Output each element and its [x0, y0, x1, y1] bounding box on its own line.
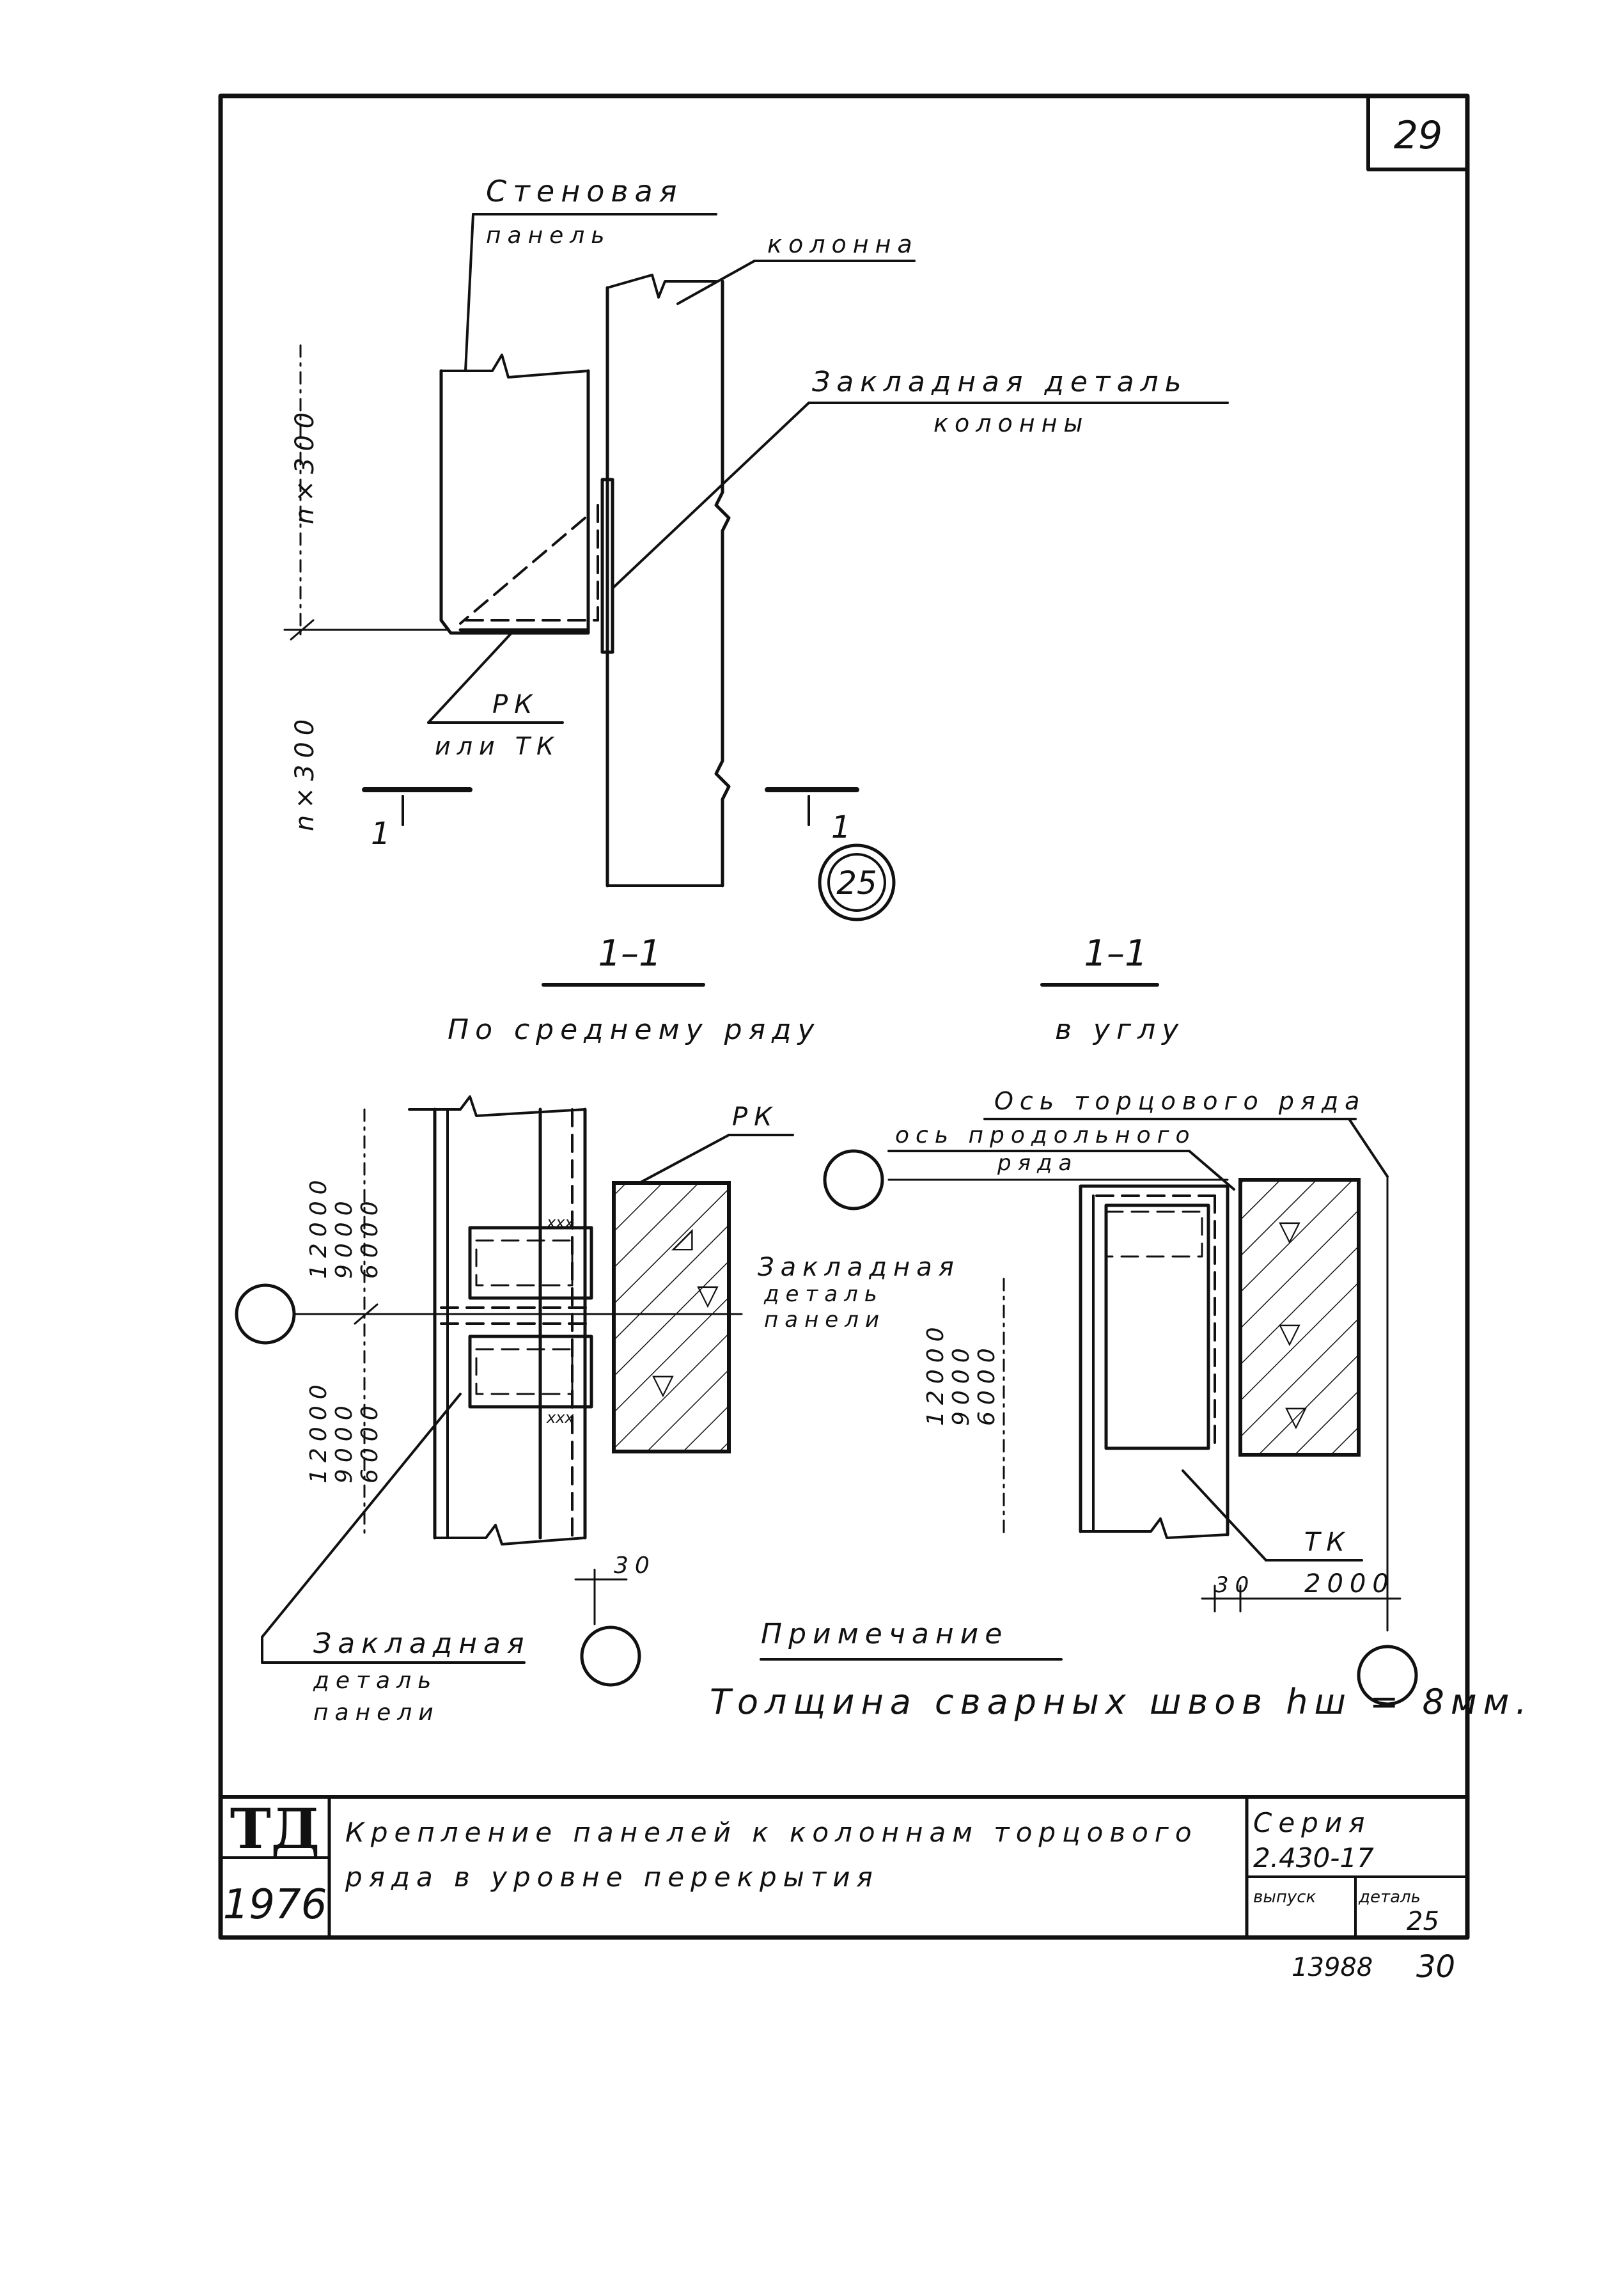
section-right-subtitle: в углу	[1055, 1014, 1185, 1046]
label-embed-bottom-line1: Закладная	[313, 1627, 530, 1660]
label-embed-column-line2: колонны	[933, 409, 1089, 437]
svg-text:▽: ▽	[1279, 1215, 1300, 1248]
axis-bubble-left	[235, 1283, 296, 1345]
title-block-title-line1: Крепление панелей к колоннам торцового	[345, 1817, 1198, 1848]
section-middle-row: xxx xxx ◿ ▽ ▽ РК Закладная деталь панели…	[235, 1095, 960, 1726]
dim-right-gap-30: 30	[1215, 1572, 1255, 1598]
svg-text:▽: ▽	[697, 1279, 719, 1311]
sheet-number: 29	[1394, 113, 1442, 158]
label-rk: РК	[492, 690, 539, 719]
title-block-title-line2: ряда в уровне перекрытия	[345, 1861, 879, 1893]
label-wall-panel-line1: Стеновая	[486, 174, 683, 208]
dim-gap-30: 30	[614, 1553, 656, 1579]
section-left-title: 1–1	[598, 933, 661, 975]
label-column: колонна	[767, 230, 919, 258]
elevation-view: Стеновая панель колонна Закладная деталь…	[283, 174, 1229, 921]
svg-text:▽: ▽	[1285, 1400, 1307, 1433]
axis-bubble-right-top	[823, 1149, 884, 1210]
sheet-number-box: 29	[1366, 94, 1469, 171]
label-axis-long-line1: ось продольного	[895, 1122, 1196, 1148]
label-embed-panel-line1: Закладная	[758, 1253, 960, 1282]
label-axis-long-line2: ряда	[997, 1150, 1078, 1176]
footer-page: 30	[1416, 1949, 1455, 1985]
title-block-series-value: 2.430-17	[1253, 1842, 1374, 1874]
section-cut-right: 1	[765, 787, 859, 845]
dim-right-2000: 2000	[1304, 1569, 1395, 1599]
dim-right-9000: 9000	[948, 1342, 974, 1426]
note-title: Примечание	[761, 1618, 1008, 1650]
label-rk-section: РК	[732, 1102, 779, 1132]
label-wall-panel-line2: панель	[486, 223, 611, 249]
svg-text:▽: ▽	[652, 1368, 674, 1401]
dim-upper-12000: 12000	[306, 1173, 332, 1279]
dim-lower-9000: 9000	[331, 1399, 357, 1483]
note-text: Толщина сварных швов hш = 8мм.	[710, 1682, 1533, 1722]
section-titles: 1–1 По среднему ряду 1–1 в углу	[448, 933, 1185, 1046]
dim-lower-12000: 12000	[306, 1378, 332, 1483]
svg-text:25: 25	[836, 865, 877, 902]
svg-text:xxx: xxx	[546, 1214, 574, 1232]
label-embed-bottom-line3: панели	[313, 1700, 440, 1726]
svg-text:xxx: xxx	[546, 1409, 574, 1427]
dim-upper-9000: 9000	[331, 1194, 357, 1279]
axis-bubble-bottom	[580, 1625, 641, 1687]
title-block-detail-value: 25	[1407, 1907, 1439, 1936]
title-block-logo: ТД	[230, 1797, 320, 1861]
svg-text:▽: ▽	[1279, 1317, 1300, 1350]
footer-doc-number: 13988	[1292, 1953, 1373, 1982]
dim-upper-6000: 6000	[357, 1194, 383, 1279]
dim-n300-upper: n×300	[290, 406, 320, 524]
title-block-year: 1976	[223, 1881, 327, 1929]
dim-right-12000: 12000	[923, 1320, 949, 1426]
sheet-frame	[218, 93, 1470, 1940]
label-embed-panel-line2: деталь	[763, 1281, 884, 1307]
label-or-tk: или ТК	[435, 732, 560, 760]
label-tk: ТК	[1304, 1528, 1351, 1557]
section-left-subtitle: По среднему ряду	[448, 1014, 821, 1046]
label-axis-end-row: Ось торцового ряда	[994, 1087, 1366, 1115]
title-block-issue-label: выпуск	[1253, 1888, 1316, 1907]
svg-text:◿: ◿	[671, 1221, 693, 1254]
label-embed-column-line1: Закладная деталь	[812, 366, 1188, 398]
title-block: ТД 1976 Крепление панелей к колоннам тор…	[219, 1795, 1469, 1939]
dim-n300-lower: n×300	[290, 713, 320, 831]
section-right-title: 1–1	[1084, 933, 1147, 975]
section-cut-left: 1	[362, 787, 472, 852]
section-corner: Ось торцового ряда ось продольного ряда …	[823, 1087, 1418, 1706]
title-block-detail-label: деталь	[1358, 1888, 1421, 1907]
svg-text:1: 1	[831, 810, 851, 845]
title-block-series-label: Серия	[1253, 1807, 1371, 1838]
dim-lower-6000: 6000	[357, 1399, 383, 1483]
note-block: Примечание Толщина сварных швов hш = 8мм…	[710, 1618, 1533, 1722]
detail-bubble-25: 25	[818, 843, 896, 921]
svg-text:1: 1	[371, 816, 391, 852]
axis-bubble-right-bottom	[1357, 1645, 1418, 1706]
label-embed-bottom-line2: деталь	[313, 1668, 437, 1694]
label-embed-panel-line3: панели	[764, 1307, 886, 1333]
dim-right-6000: 6000	[974, 1342, 1000, 1426]
